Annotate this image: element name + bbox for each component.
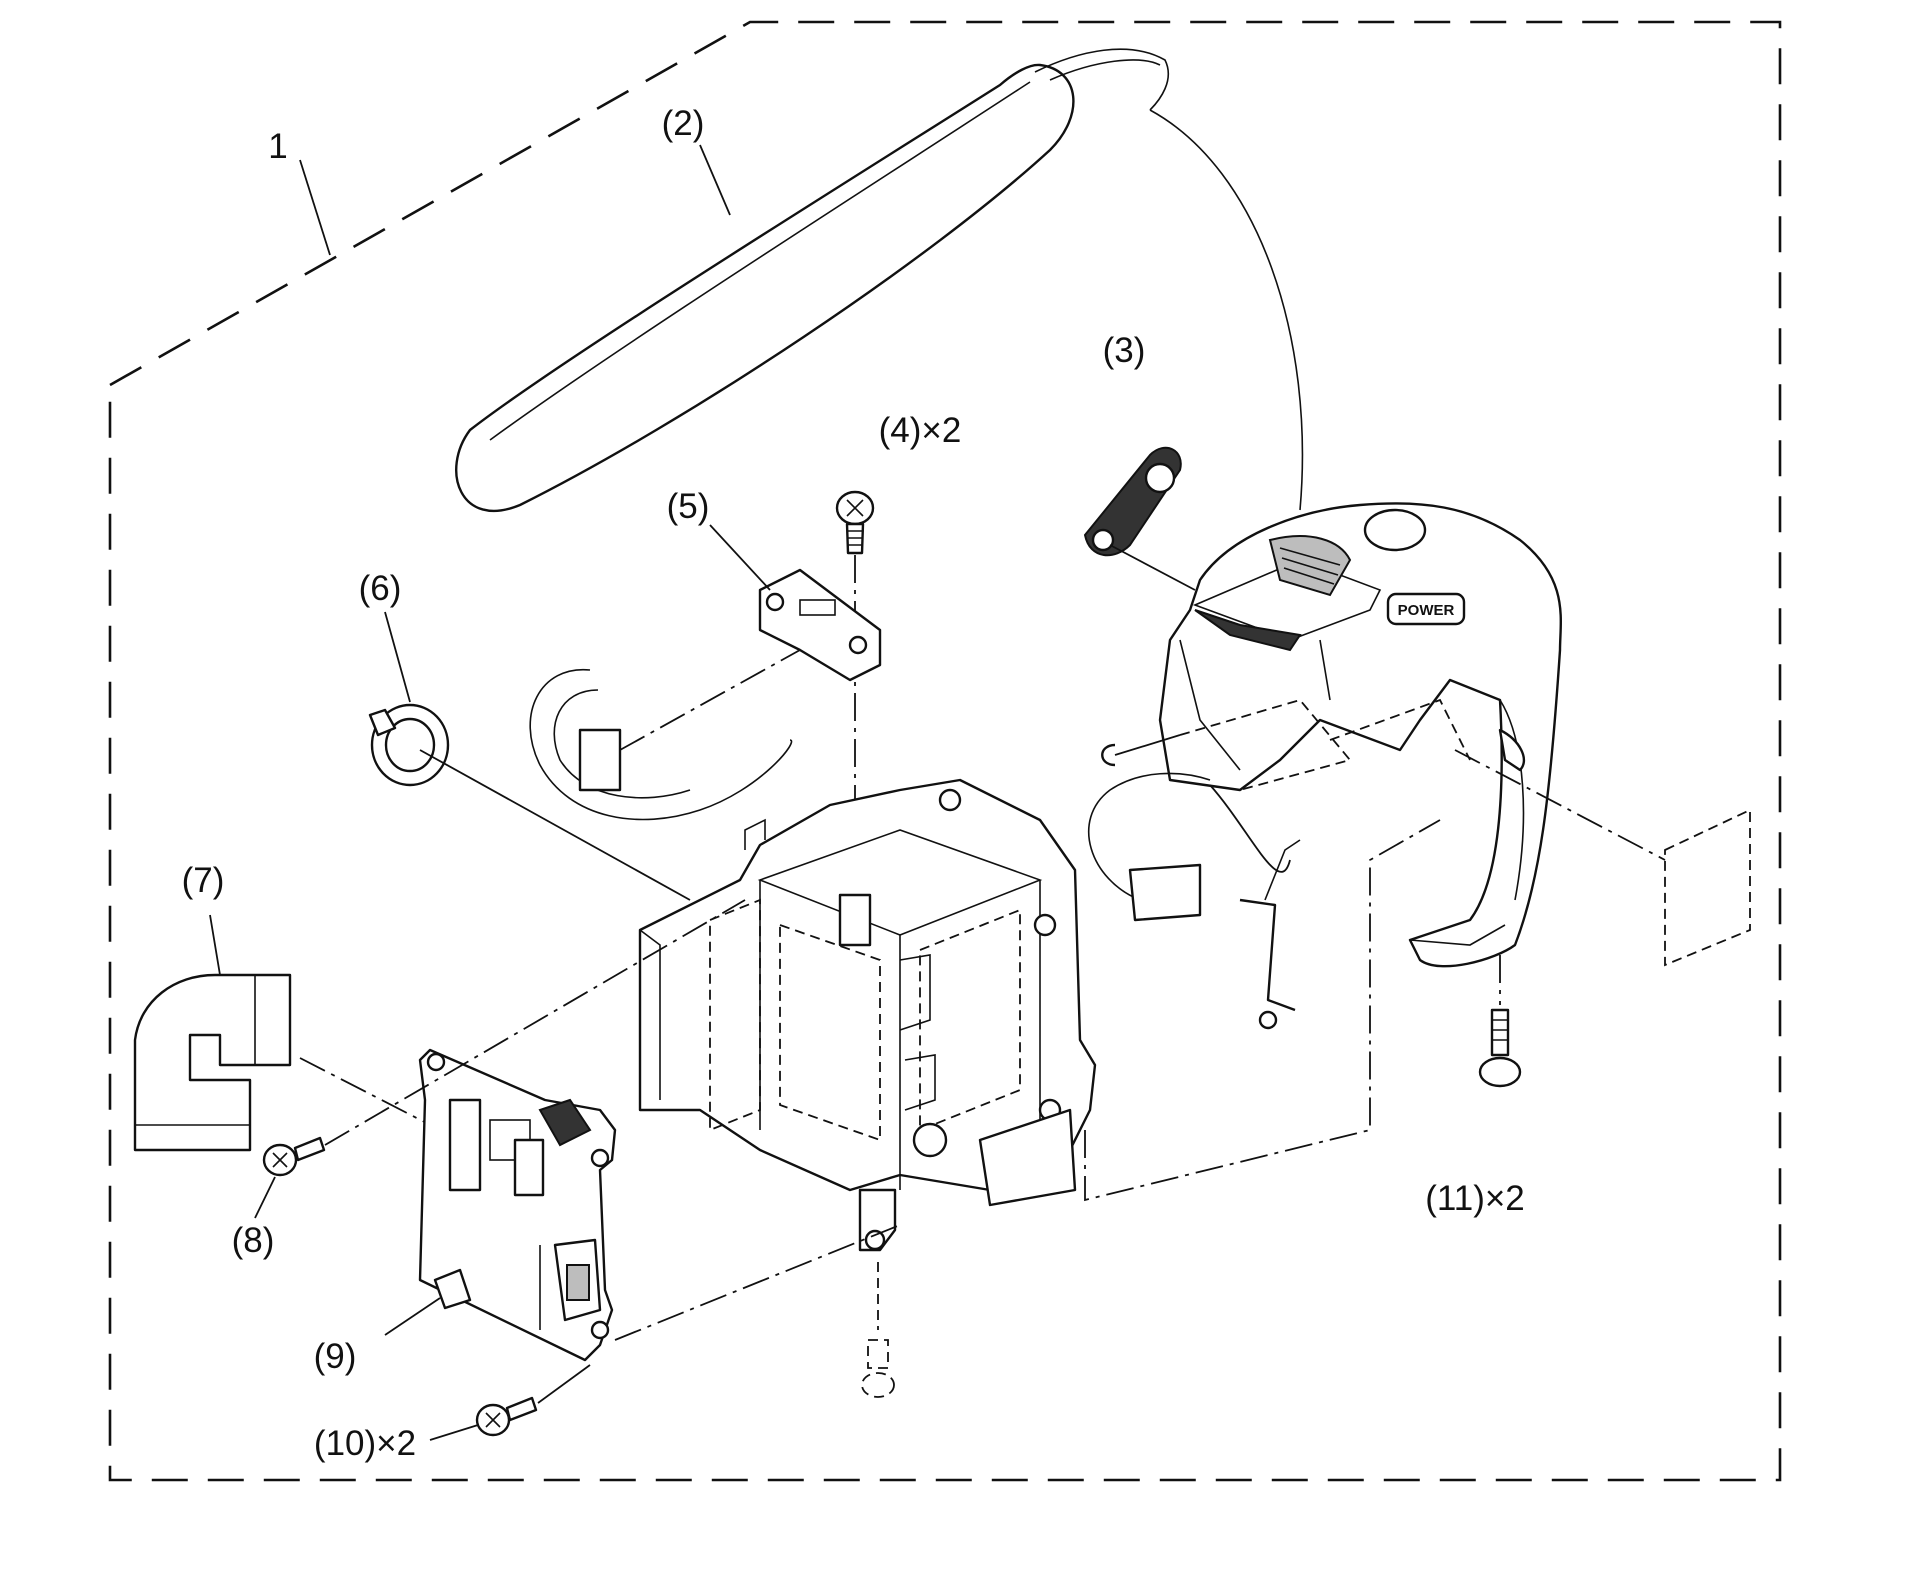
callout-11: (11)×2 xyxy=(1425,1179,1525,1218)
callout-2: (2) xyxy=(662,104,705,143)
leader-5 xyxy=(709,524,771,591)
flex-cable-right xyxy=(1087,772,1291,922)
screw-4 xyxy=(835,490,875,555)
main-chassis xyxy=(638,778,1097,1252)
side-plate xyxy=(1664,808,1751,967)
bracket-5 xyxy=(758,568,882,682)
callout-9: (9) xyxy=(314,1337,357,1376)
screw-8 xyxy=(262,1136,326,1177)
power-button-label: POWER xyxy=(1398,602,1455,619)
assembly-boundary xyxy=(108,20,1782,1482)
screw-10 xyxy=(475,1396,538,1437)
leader-9 xyxy=(384,1297,441,1336)
leader-8 xyxy=(254,1176,276,1219)
lever-part xyxy=(1083,446,1196,591)
leader-6 xyxy=(384,611,411,703)
callout-6: (6) xyxy=(359,569,402,608)
screw-11 xyxy=(1478,1008,1522,1088)
hook-part xyxy=(1239,839,1301,1030)
callout-5: (5) xyxy=(667,487,710,526)
leader-7 xyxy=(209,914,221,976)
circuit-board xyxy=(418,1048,617,1362)
callout-4: (4)×2 xyxy=(879,411,962,450)
flex-cable-7 xyxy=(133,973,292,1152)
flex-cable-upper xyxy=(529,649,801,821)
callout-7: (7) xyxy=(182,861,225,900)
callout-10: (10)×2 xyxy=(314,1424,416,1463)
c-clip xyxy=(1101,743,1116,767)
ring-6 xyxy=(368,703,691,901)
callout-3: (3) xyxy=(1103,331,1146,370)
grip-housing: POWER xyxy=(1158,502,1562,968)
callout-8: (8) xyxy=(232,1221,275,1260)
leader-1 xyxy=(299,159,331,256)
housing-link xyxy=(1084,819,1441,1202)
assembly-number: 1 xyxy=(268,127,287,166)
leader-2 xyxy=(699,144,731,216)
screw-under-chassis xyxy=(861,1339,895,1398)
grip-strap xyxy=(455,48,1304,513)
leader-10 xyxy=(429,1424,479,1441)
